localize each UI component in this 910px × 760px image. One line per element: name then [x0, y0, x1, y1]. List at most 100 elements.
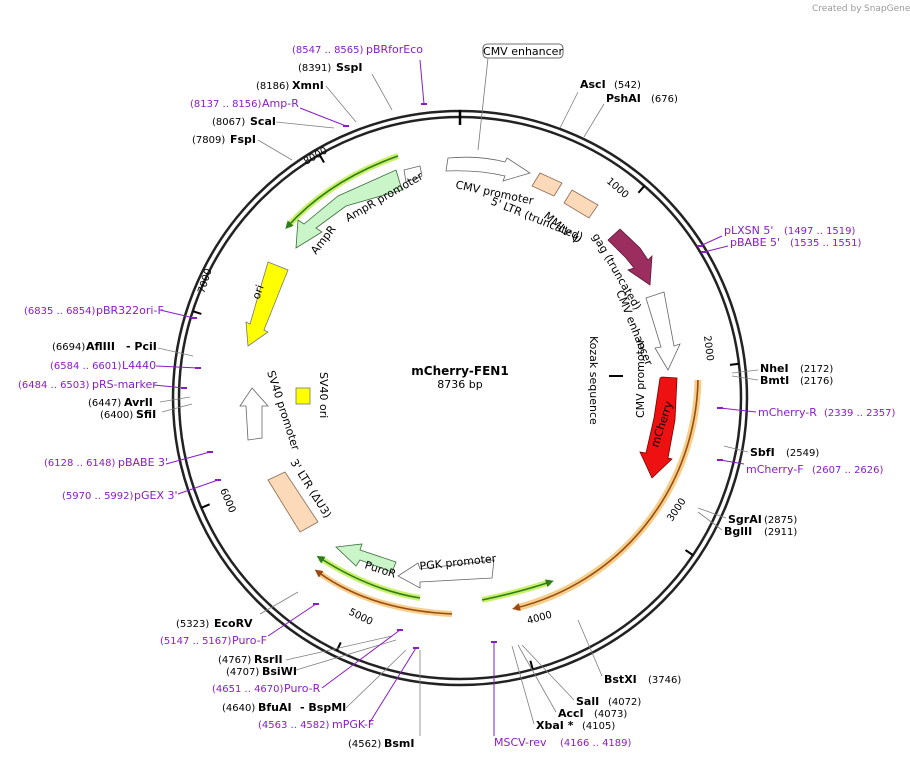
- enzyme-name[interactable]: XmnI: [292, 79, 324, 92]
- sv40-ori-label: SV40 ori: [317, 372, 330, 418]
- enzyme-name[interactable]: SbfI: [750, 446, 775, 459]
- cmv-enhancer-leader: [477, 57, 489, 151]
- enzyme-name-extra[interactable]: - BspMI: [300, 701, 346, 714]
- primer-name[interactable]: mCherry-R: [758, 406, 817, 419]
- map-length: 8736 bp: [437, 378, 482, 391]
- primer-name[interactable]: mPGK-F: [332, 718, 374, 731]
- primer-name[interactable]: pBABE 5': [730, 236, 780, 249]
- pgk-promoter-feature: [397, 559, 495, 589]
- primer-name[interactable]: mCherry-F: [746, 463, 804, 476]
- enzyme-name[interactable]: BfuAI: [258, 701, 292, 714]
- enzyme-leader: [259, 591, 299, 615]
- tick-mark: [192, 310, 202, 315]
- ltr3-feature: [267, 471, 319, 533]
- primer-leader: [719, 407, 757, 413]
- primer-name[interactable]: pRS-marker: [92, 378, 157, 391]
- enzyme-name[interactable]: NheI: [760, 362, 789, 375]
- primer-leader: [155, 365, 199, 369]
- enzyme-name[interactable]: EcoRV: [214, 617, 253, 630]
- primer-name[interactable]: pBRforEco: [366, 43, 423, 56]
- primer-name[interactable]: MSCV-rev: [494, 736, 547, 749]
- primer-name[interactable]: pLXSN 5': [724, 224, 773, 237]
- primer-leader: [177, 479, 219, 495]
- credit-snapgene-logo: SnapGene: [864, 4, 910, 14]
- enzyme-name[interactable]: XbaI *: [536, 719, 574, 732]
- enzyme-name[interactable]: SgrAI: [728, 513, 762, 526]
- cmv-enhancer-box: [482, 43, 564, 59]
- enzyme-name[interactable]: BsiWI: [262, 665, 297, 678]
- primer-name[interactable]: Puro-R: [284, 682, 321, 695]
- enzyme-leader: [697, 507, 727, 519]
- orf-right: [512, 379, 699, 611]
- cmv-promoter2-label: CMV promoter: [634, 338, 647, 418]
- tick-mark: [637, 185, 646, 194]
- enzyme-position: (6447): [88, 398, 121, 409]
- enzyme-leader: [521, 644, 575, 701]
- enzyme-name-extra[interactable]: - PciI: [126, 340, 157, 353]
- primer-leader: [165, 451, 211, 465]
- primer-leader: [267, 603, 317, 637]
- orf-puro: [316, 555, 421, 599]
- enzyme-position: (8186): [256, 81, 289, 92]
- primer-name[interactable]: pGEX 3': [134, 489, 178, 502]
- primer-name[interactable]: pBABE 3': [118, 456, 168, 469]
- enzyme-name[interactable]: BstXI: [604, 673, 637, 686]
- enzyme-leader: [731, 369, 759, 374]
- orf-ampr: [285, 155, 399, 229]
- enzyme-name[interactable]: FspI: [230, 133, 256, 146]
- puror-feature: [335, 543, 397, 573]
- tick-mark: [729, 362, 740, 366]
- primer-name[interactable]: pBR322ori-F: [96, 304, 164, 317]
- credit-created-by: Created by: [812, 4, 862, 14]
- primer-range: (6835 .. 6854): [24, 306, 96, 317]
- primer-range: (6584 .. 6601): [50, 361, 122, 372]
- enzyme-position: (4073): [594, 709, 627, 720]
- enzyme-name[interactable]: BsmI: [384, 737, 415, 750]
- primer-range: (2607 .. 2626): [812, 465, 884, 476]
- primer-leader: [159, 309, 195, 319]
- ampr-feature: [295, 169, 403, 249]
- primer-labels: (8547 .. 8565)pBRforEco(8137 .. 8156)Amp…: [18, 43, 896, 749]
- primer-name[interactable]: Amp-R: [262, 97, 299, 110]
- enzyme-leader: [559, 91, 579, 129]
- primer-leader: [369, 647, 417, 723]
- enzyme-name[interactable]: BmtI: [760, 374, 789, 387]
- primer-leader: [321, 629, 401, 689]
- enzyme-name[interactable]: ScaI: [250, 115, 276, 128]
- enzyme-position: (676): [651, 94, 678, 105]
- ori-label: ori: [250, 283, 267, 301]
- sv40-promoter-label: SV40 promoter: [264, 369, 302, 452]
- tick-label: 1000: [604, 176, 630, 201]
- enzyme-position: (2875): [764, 515, 797, 526]
- tick-mark: [684, 549, 694, 556]
- ampr-promoter-feature: [403, 165, 423, 183]
- primer-name[interactable]: Puro-F: [232, 634, 267, 647]
- tick-label: 4000: [526, 610, 553, 627]
- enzyme-name[interactable]: BglII: [724, 525, 752, 538]
- ori-feature: [245, 261, 289, 347]
- orf-bottom-green: [481, 579, 554, 601]
- tick-label: 2000: [701, 335, 715, 362]
- enzyme-name[interactable]: AscI: [580, 78, 606, 91]
- enzyme-name[interactable]: SfiI: [136, 408, 156, 421]
- enzyme-position: (8391): [298, 63, 331, 74]
- mmlv-psi-feature: [563, 189, 599, 219]
- tick-label: 7000: [196, 267, 214, 295]
- orf-puro-brown: [314, 569, 453, 615]
- enzyme-name[interactable]: SalI: [576, 695, 599, 708]
- primer-name[interactable]: L4440: [122, 359, 156, 372]
- enzyme-name[interactable]: AvrII: [124, 396, 153, 409]
- enzyme-leader: [161, 403, 193, 413]
- enzyme-name[interactable]: RsrII: [254, 653, 283, 666]
- primer-leader: [719, 459, 745, 465]
- enzyme-leader: [257, 139, 293, 161]
- sv40-promoter-feature: [239, 387, 269, 441]
- enzyme-name[interactable]: PshAI: [606, 92, 641, 105]
- enzyme-name[interactable]: AflIII: [86, 340, 115, 353]
- primer-leader: [699, 235, 723, 247]
- enzyme-name[interactable]: AccI: [558, 707, 584, 720]
- enzyme-leader: [517, 644, 557, 713]
- tick-label: 6000: [217, 487, 237, 515]
- enzyme-name[interactable]: SspI: [336, 61, 362, 74]
- cmv-enhancer2-feature: [645, 291, 681, 371]
